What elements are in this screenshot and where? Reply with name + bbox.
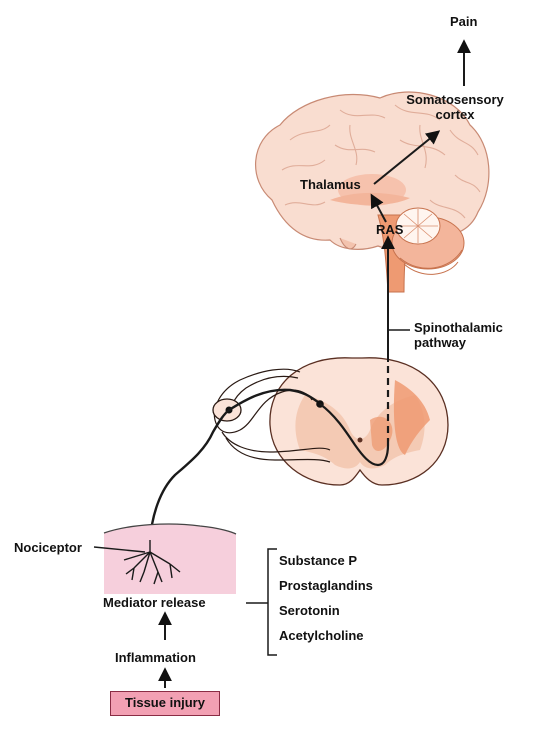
tissue-injury-box: Tissue injury (110, 691, 220, 716)
somatosensory-cortex-label-line2: cortex (435, 107, 475, 122)
brain-gyri (281, 104, 481, 219)
mediator-item: Prostaglandins (279, 578, 373, 593)
spinothalamic-pathway-label-line2: pathway (414, 335, 467, 350)
inflammation-label: Inflammation (115, 650, 196, 665)
mediator-item: Acetylcholine (279, 628, 364, 643)
nociceptor-endings (123, 540, 181, 585)
mediator-list: Substance P Prostaglandins Serotonin Ace… (279, 552, 373, 652)
mediator-bracket (246, 548, 277, 656)
pain-label: Pain (450, 14, 478, 29)
afferent-nerve (212, 368, 331, 463)
thalamus-to-cortex-arrow (373, 130, 441, 185)
nociceptor-pointer (93, 546, 146, 553)
primary-afferent-fiber (148, 388, 319, 541)
nociceptor-label: Nociceptor (14, 540, 82, 555)
somatosensory-cortex-label: Somatosensory cortex (400, 92, 510, 122)
spinothalamic-pathway-label: Spinothalamic pathway (414, 320, 503, 350)
spinothalamic-pathway-label-line1: Spinothalamic (414, 320, 503, 335)
thalamus-label: Thalamus (300, 177, 361, 192)
second-order-neuron (319, 403, 390, 467)
mediator-item: Substance P (279, 553, 358, 568)
skin-tissue (103, 523, 237, 594)
cerebellum (391, 207, 465, 275)
somatosensory-cortex-label-line1: Somatosensory (406, 92, 504, 107)
ras-to-thalamus-arrow (370, 193, 387, 223)
mediator-release-label: Mediator release (103, 595, 206, 610)
gray-matter (295, 395, 425, 469)
ras-label: RAS (376, 222, 404, 237)
spinal-cord-section (269, 357, 449, 486)
mediator-item: Serotonin (279, 603, 340, 618)
